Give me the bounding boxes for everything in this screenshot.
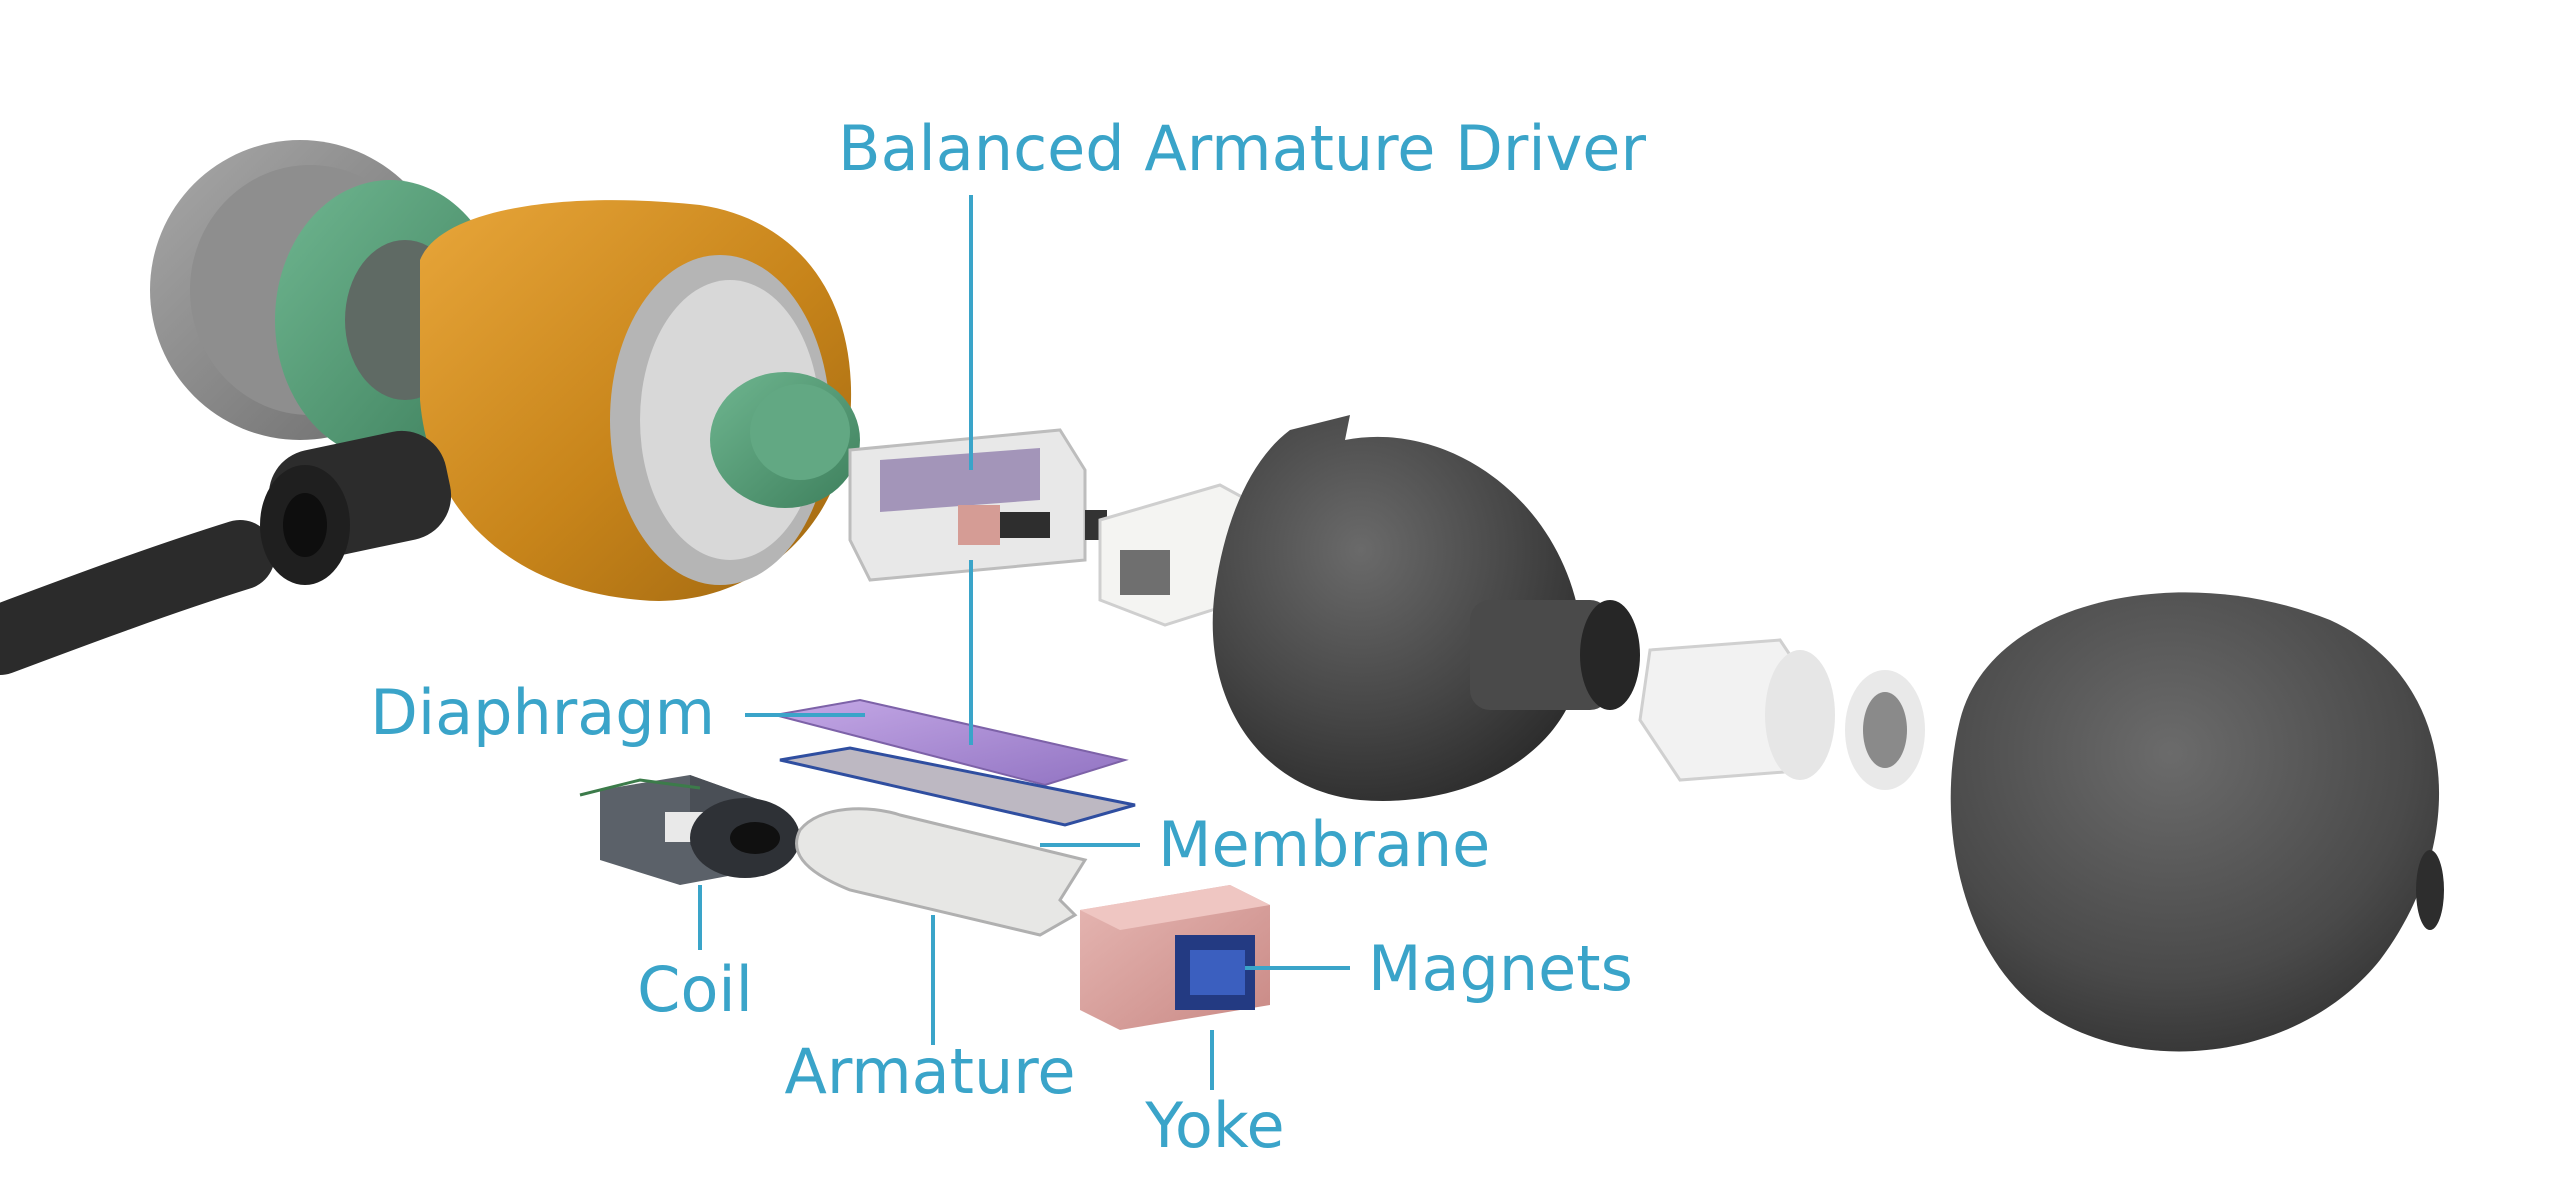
cable-strain-relief bbox=[260, 430, 452, 585]
magnet-yoke-part bbox=[1080, 885, 1270, 1030]
armature-part bbox=[795, 807, 1088, 937]
leader-lines bbox=[698, 195, 1350, 1090]
membrane-part bbox=[779, 746, 1136, 827]
diaphragm-part bbox=[774, 698, 1129, 787]
balanced-armature-driver bbox=[848, 428, 1107, 582]
ear-tip bbox=[1950, 592, 2444, 1052]
label-armature: Armature bbox=[784, 1035, 1075, 1108]
green-nozzle bbox=[710, 372, 860, 508]
label-balanced-armature-driver: Balanced Armature Driver bbox=[838, 112, 1646, 185]
coil-part bbox=[579, 775, 800, 885]
main-shell bbox=[1212, 415, 1640, 801]
label-yoke: Yoke bbox=[1144, 1089, 1284, 1162]
labels: Balanced Armature Driver Diaphragm Membr… bbox=[370, 112, 1646, 1162]
label-diaphragm: Diaphragm bbox=[370, 676, 715, 749]
cable bbox=[0, 520, 275, 675]
label-magnets: Magnets bbox=[1368, 932, 1633, 1005]
label-coil: Coil bbox=[637, 953, 753, 1026]
nozzle-filter bbox=[1638, 638, 1925, 790]
label-membrane: Membrane bbox=[1158, 808, 1490, 881]
